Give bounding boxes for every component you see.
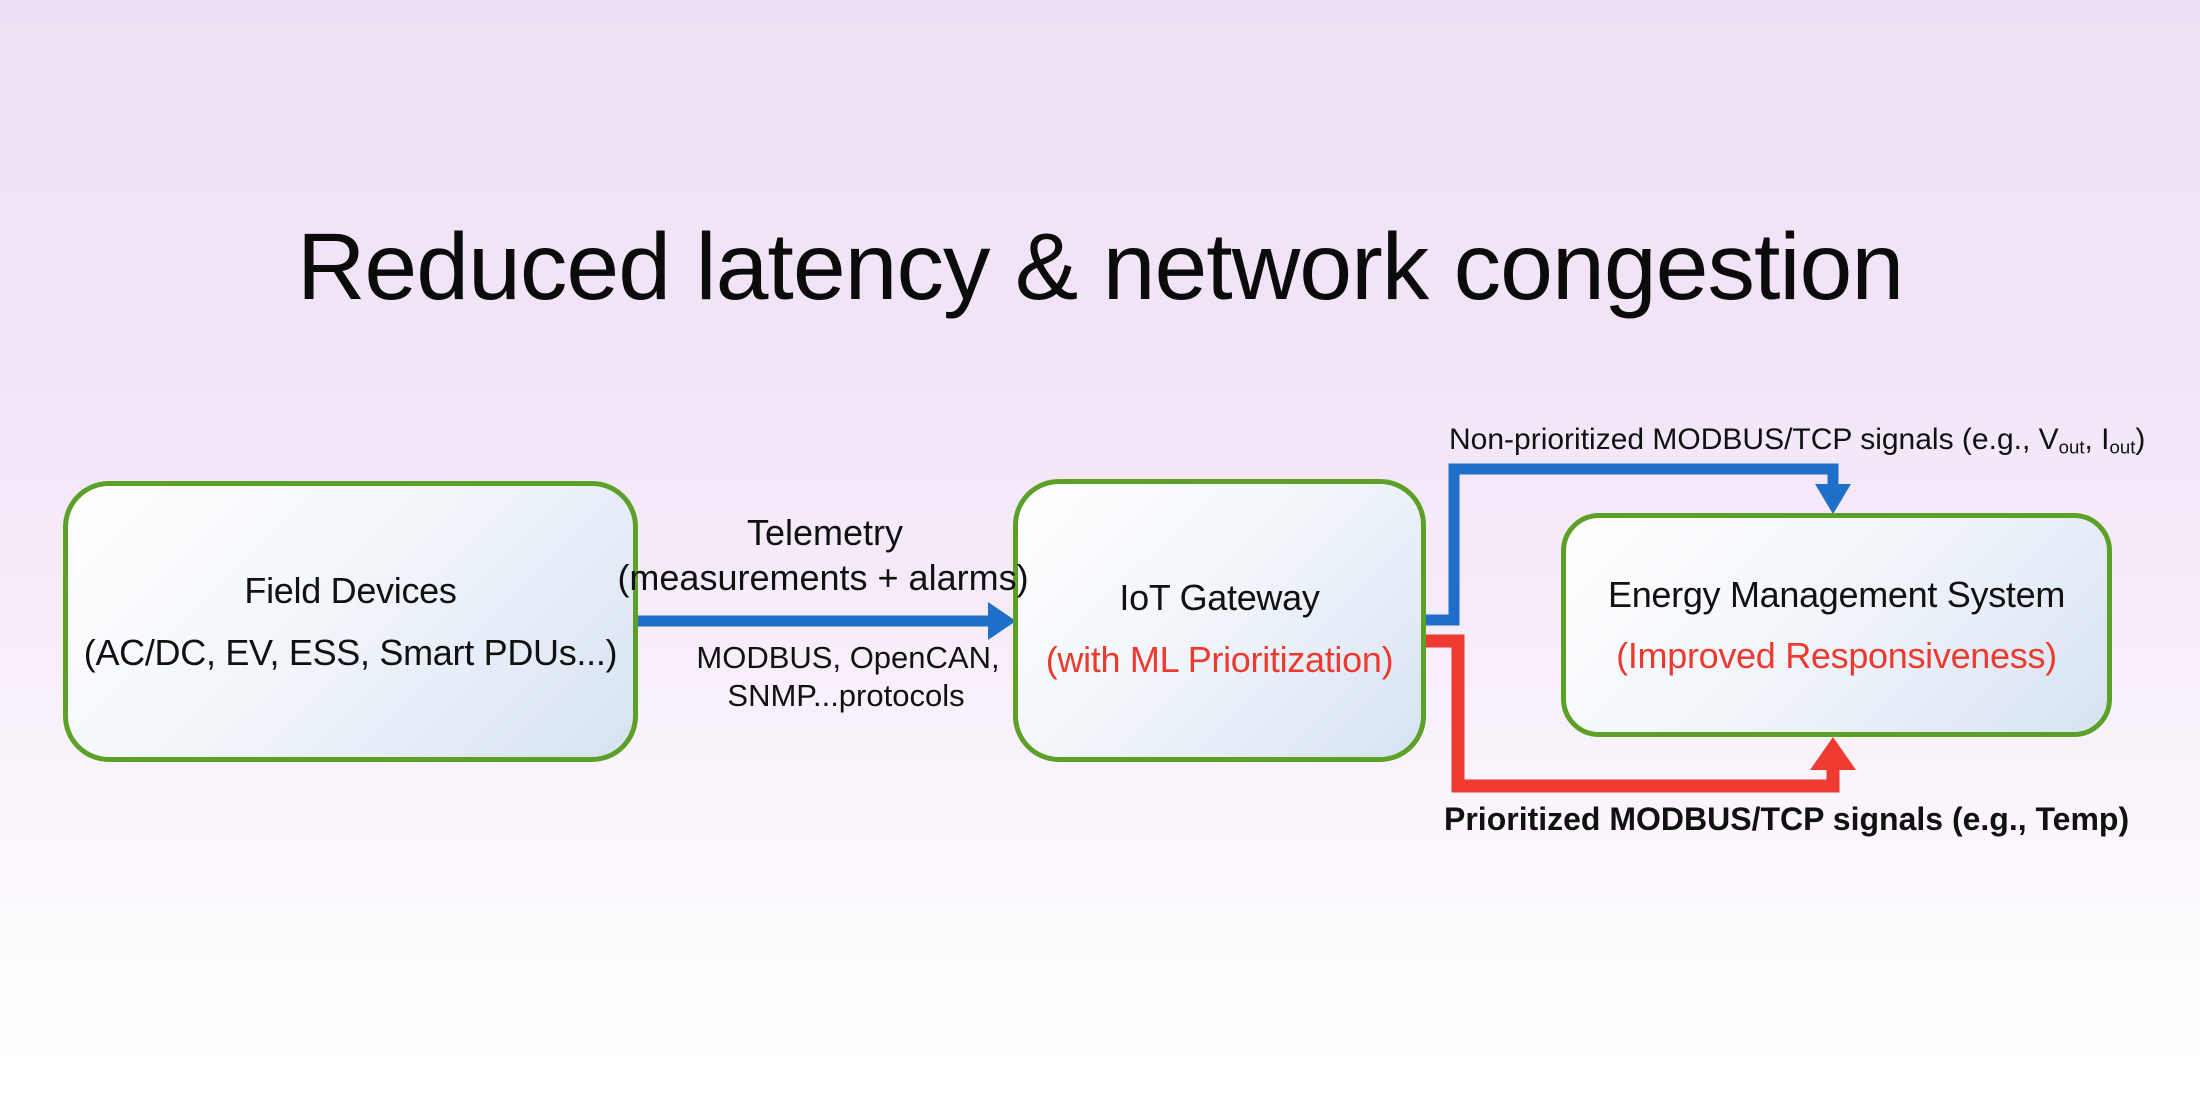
vout-subscript: out	[2058, 436, 2085, 458]
telemetry-label-line2: (measurements + alarms)	[617, 557, 1029, 598]
non-prioritized-label-text: Non-prioritized MODBUS/TCP signals (e.g.…	[1449, 423, 2059, 456]
non-prioritized-arrowhead	[1815, 484, 1851, 514]
energy-management-system-box: Energy Management System (Improved Respo…	[1561, 513, 2112, 737]
prioritized-arrowhead	[1810, 737, 1856, 770]
field-devices-title: Field Devices	[244, 570, 457, 612]
non-prioritized-label-suffix: )	[2135, 423, 2146, 456]
non-prioritized-arrow-line	[1426, 463, 1839, 626]
iot-gateway-subtitle: (with ML Prioritization)	[1045, 638, 1394, 680]
iot-gateway-box: IoT Gateway (with ML Prioritization)	[1013, 479, 1426, 762]
ems-subtitle: (Improved Responsiveness)	[1616, 635, 2057, 676]
prioritized-arrow-line	[1426, 634, 1840, 793]
field-devices-subtitle: (AC/DC, EV, ESS, Smart PDUs...)	[83, 631, 618, 673]
non-prioritized-label-mid: , I	[2084, 423, 2110, 456]
prioritized-signal-label: Prioritized MODBUS/TCP signals (e.g., Te…	[1444, 801, 2130, 837]
iout-subscript: out	[2109, 436, 2136, 458]
ems-title: Energy Management System	[1607, 573, 2066, 615]
non-prioritized-signal-label: Non-prioritized MODBUS/TCP signals (e.g.…	[1449, 423, 2145, 458]
protocols-label-line2: SNMP...protocols	[727, 678, 965, 713]
telemetry-label-line1: Telemetry	[746, 512, 904, 553]
iot-gateway-title: IoT Gateway	[1119, 577, 1320, 619]
slide-title: Reduced latency & network congestion	[296, 214, 1904, 320]
telemetry-arrowhead	[988, 602, 1016, 640]
protocols-label-line1: MODBUS, OpenCAN,	[696, 640, 1000, 675]
field-devices-box: Field Devices (AC/DC, EV, ESS, Smart PDU…	[63, 481, 638, 762]
